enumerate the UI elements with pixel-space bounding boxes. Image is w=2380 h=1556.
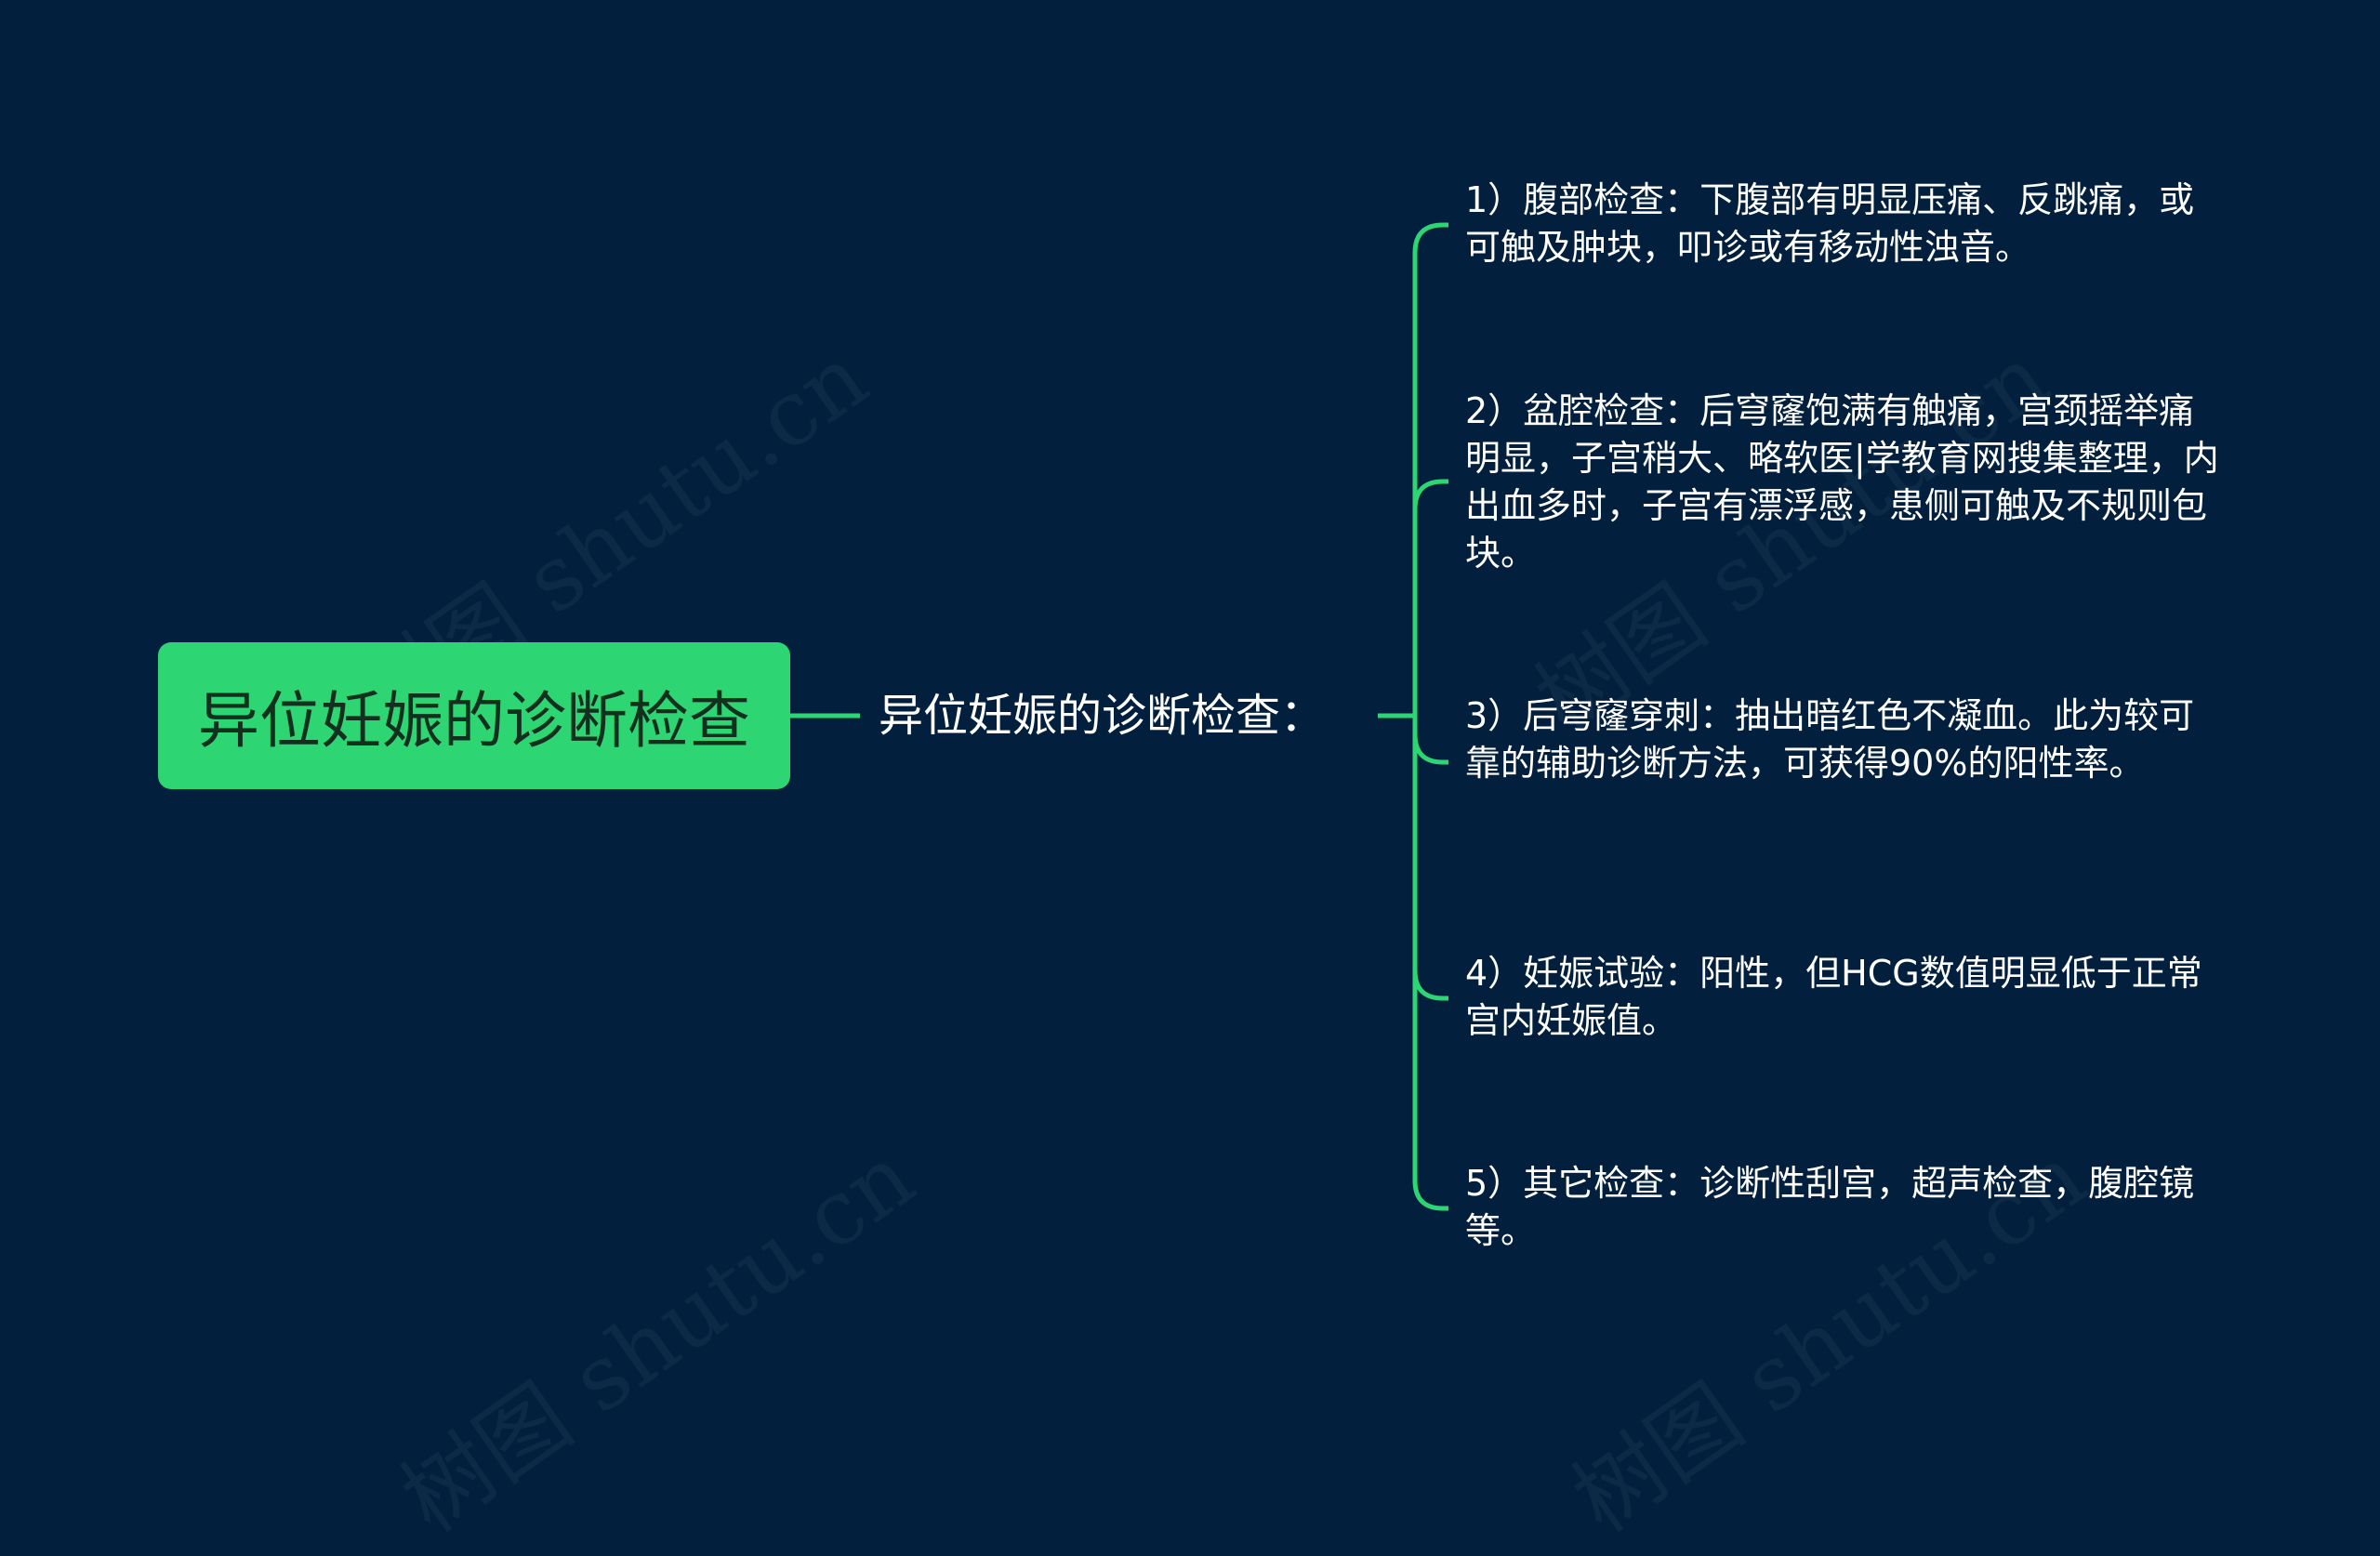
connector-item-2: [1412, 479, 1448, 510]
connector-item-5: [1412, 1180, 1448, 1211]
root-node[interactable]: 异位妊娠的诊断检查: [158, 642, 790, 789]
list-item[interactable]: 1）腹部检查：下腹部有明显压痛、反跳痛，或可触及肿块，叩诊或有移动性浊音。: [1465, 177, 2228, 271]
list-item[interactable]: 5）其它检查：诊断性刮宫，超声检查，腹腔镜等。: [1465, 1160, 2228, 1255]
connector-item-1: [1412, 222, 1448, 254]
item-text: 1）腹部检查：下腹部有明显压痛、反跳痛，或可触及肿块，叩诊或有移动性浊音。: [1465, 179, 2195, 268]
branch-node[interactable]: 异位妊娠的诊断检查：: [879, 679, 1325, 753]
item-text: 5）其它检查：诊断性刮宫，超声检查，腹腔镜等。: [1465, 1163, 2195, 1251]
list-item[interactable]: 4）妊娠试验：阳性，但HCG数值明显低于正常宫内妊娠值。: [1465, 950, 2228, 1045]
list-item[interactable]: 3）后穹窿穿刺：抽出暗红色不凝血。此为较可靠的辅助诊断方法，可获得90%的阳性率…: [1465, 692, 2228, 787]
root-node-label: 异位妊娠的诊断检查: [198, 685, 750, 757]
list-item[interactable]: 2）盆腔检查：后穹窿饱满有触痛，宫颈摇举痛明显，子宫稍大、略软医|学教育网搜集整…: [1465, 388, 2228, 577]
connector-item-4: [1412, 969, 1448, 1001]
connector-lines: [790, 222, 1448, 1211]
item-text: 4）妊娠试验：阳性，但HCG数值明显低于正常宫内妊娠值。: [1465, 953, 2202, 1041]
item-text: 2）盆腔检查：后穹窿饱满有触痛，宫颈摇举痛明显，子宫稍大、略软医|学教育网搜集整…: [1465, 390, 2219, 574]
item-text: 3）后穹窿穿刺：抽出暗红色不凝血。此为较可靠的辅助诊断方法，可获得90%的阳性率…: [1465, 695, 2195, 784]
branch-node-label: 异位妊娠的诊断检查：: [879, 690, 1326, 742]
connector-item-3: [1412, 733, 1448, 765]
